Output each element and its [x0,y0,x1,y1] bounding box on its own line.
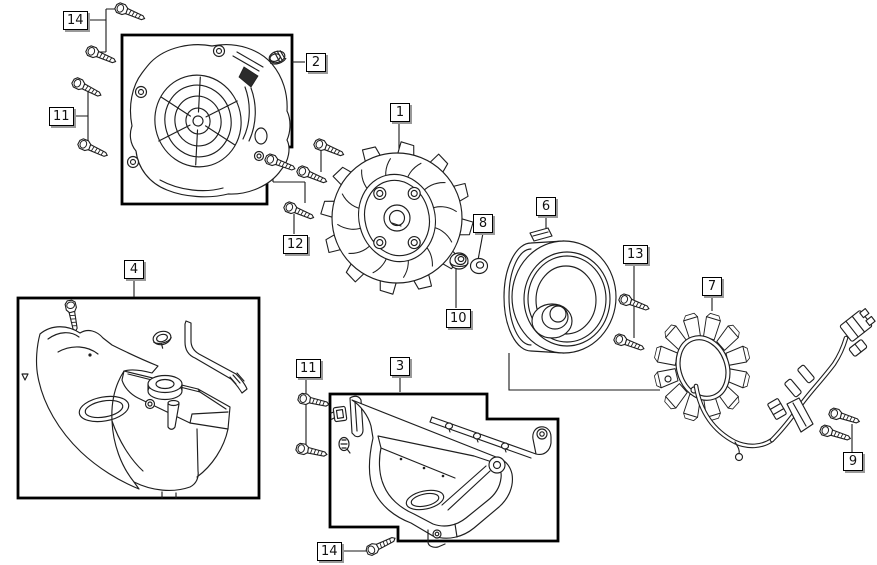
part-label-9[interactable]: 9 [843,452,863,471]
screw-12a [312,137,347,160]
part-label-1[interactable]: 1 [390,103,410,122]
fan-cover-grille [154,74,242,168]
shroud-cap [152,330,172,349]
belt-cover [330,395,552,548]
connector-small [848,339,868,357]
shroud-body [21,326,231,499]
air-shroud [21,298,248,499]
screw-14a [113,1,148,24]
screw-14b [84,44,119,67]
part-label-8[interactable]: 8 [473,214,493,233]
screw-11a [70,75,104,100]
stator [653,308,876,462]
belt-cover-grommet [338,436,351,454]
screw-12c [295,164,330,187]
screw-9b [818,423,853,444]
belt-cover-clip [330,405,348,423]
cooling-fan [320,141,474,295]
belt-cover-group-box [328,392,560,543]
part-label-12[interactable]: 12 [283,235,308,254]
screw-13b [612,332,647,354]
screw-14c [364,532,398,558]
part-label-6[interactable]: 6 [536,197,556,216]
screw-9a [827,406,862,427]
part-label-14-bottom[interactable]: 14 [317,542,342,561]
cable-clamp [767,398,787,420]
fan-cover [126,44,291,198]
flywheel-rotor [503,227,617,354]
washer [469,257,489,275]
connector-large [839,308,876,342]
part-label-13[interactable]: 13 [623,245,648,264]
fan-cover-mount-ears [126,44,268,169]
screw-12d [282,200,317,223]
fan-hub [357,173,437,263]
rubber-plug [268,50,287,65]
stator-wiring-harness [693,308,876,462]
part-label-11-top[interactable]: 11 [49,107,74,126]
part-label-2[interactable]: 2 [306,53,326,72]
part-label-11-bottom[interactable]: 11 [296,359,321,378]
screw-11c [296,391,331,410]
nut [449,252,469,270]
screw-11d [294,441,329,460]
screw-11b [76,136,111,161]
part-label-14-top[interactable]: 14 [63,11,88,30]
shroud-rod [184,320,248,394]
part-label-7[interactable]: 7 [702,277,722,296]
belt-cover-body [351,399,514,548]
air-shroud-group-box [16,296,261,500]
belt-cover-rail [429,416,552,459]
part-label-3[interactable]: 3 [390,357,410,376]
part-label-10[interactable]: 10 [446,309,471,328]
part-label-4[interactable]: 4 [124,260,144,279]
